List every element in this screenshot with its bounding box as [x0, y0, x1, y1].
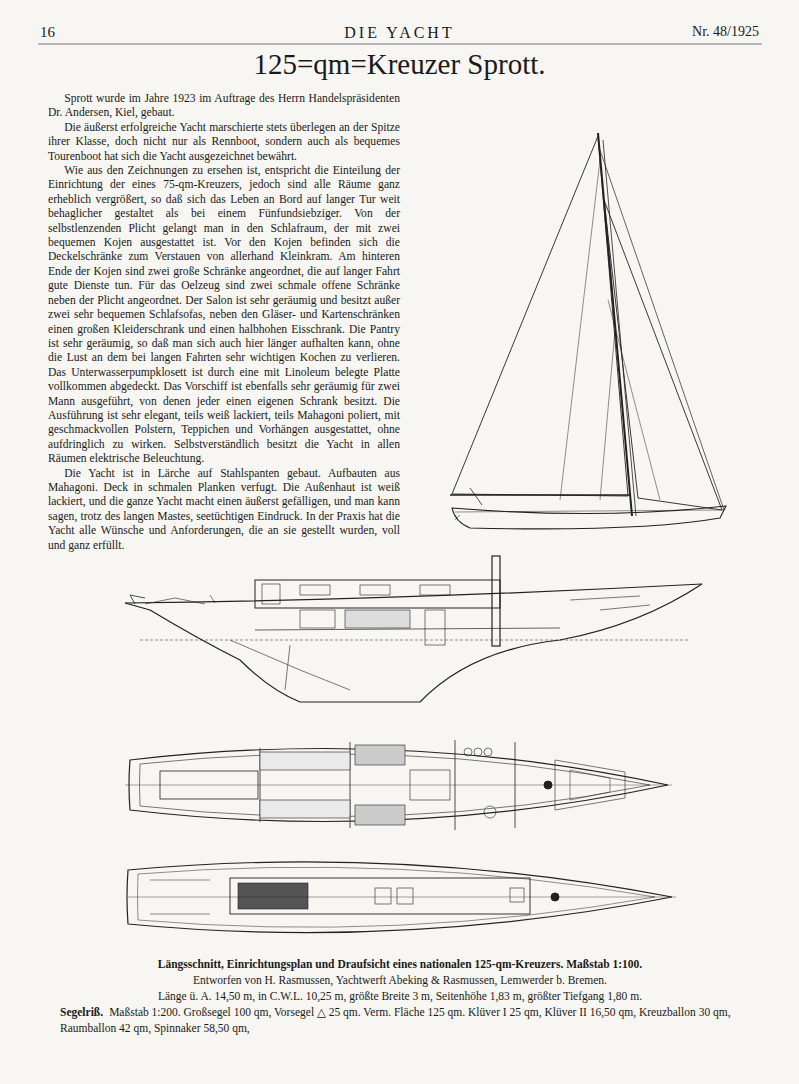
article-title: 125=qm=Kreuzer Sprott.: [0, 48, 799, 81]
body-paragraph: Wie aus den Zeichnungen zu ersehen ist, …: [48, 164, 400, 467]
magazine-name: DIE YACHT: [0, 24, 799, 42]
caption-line: Entworfen von H. Rasmussen, Yachtwerft A…: [60, 972, 740, 988]
caption-block: Längsschnitt, Einrichtungsplan und Drauf…: [60, 956, 740, 1036]
body-paragraph: Die Yacht ist in Lärche auf Stahlspanten…: [48, 467, 400, 553]
caption-line: Maßstab 1:200. Großsegel 100 qm, Vorsege…: [60, 1006, 731, 1034]
caption-line: Segelriß.Maßstab 1:200. Großsegel 100 qm…: [60, 1004, 740, 1036]
caption-heading: Segelriß.: [60, 1006, 103, 1018]
page-number: 16: [40, 24, 55, 41]
figure-caption: Längsschnitt, Einrichtungsplan und Drauf…: [60, 956, 740, 972]
issue-number: Nr. 48/1925: [692, 24, 759, 40]
body-column: Sprott wurde im Jahre 1923 im Auftrage d…: [48, 92, 400, 553]
body-paragraph: Die äußerst erfolgreiche Yacht marschier…: [48, 121, 400, 164]
caption-line: Länge ü. A. 14,50 m, in C.W.L. 10,25 m, …: [60, 988, 740, 1004]
body-paragraph: Sprott wurde im Jahre 1923 im Auftrage d…: [48, 92, 400, 121]
